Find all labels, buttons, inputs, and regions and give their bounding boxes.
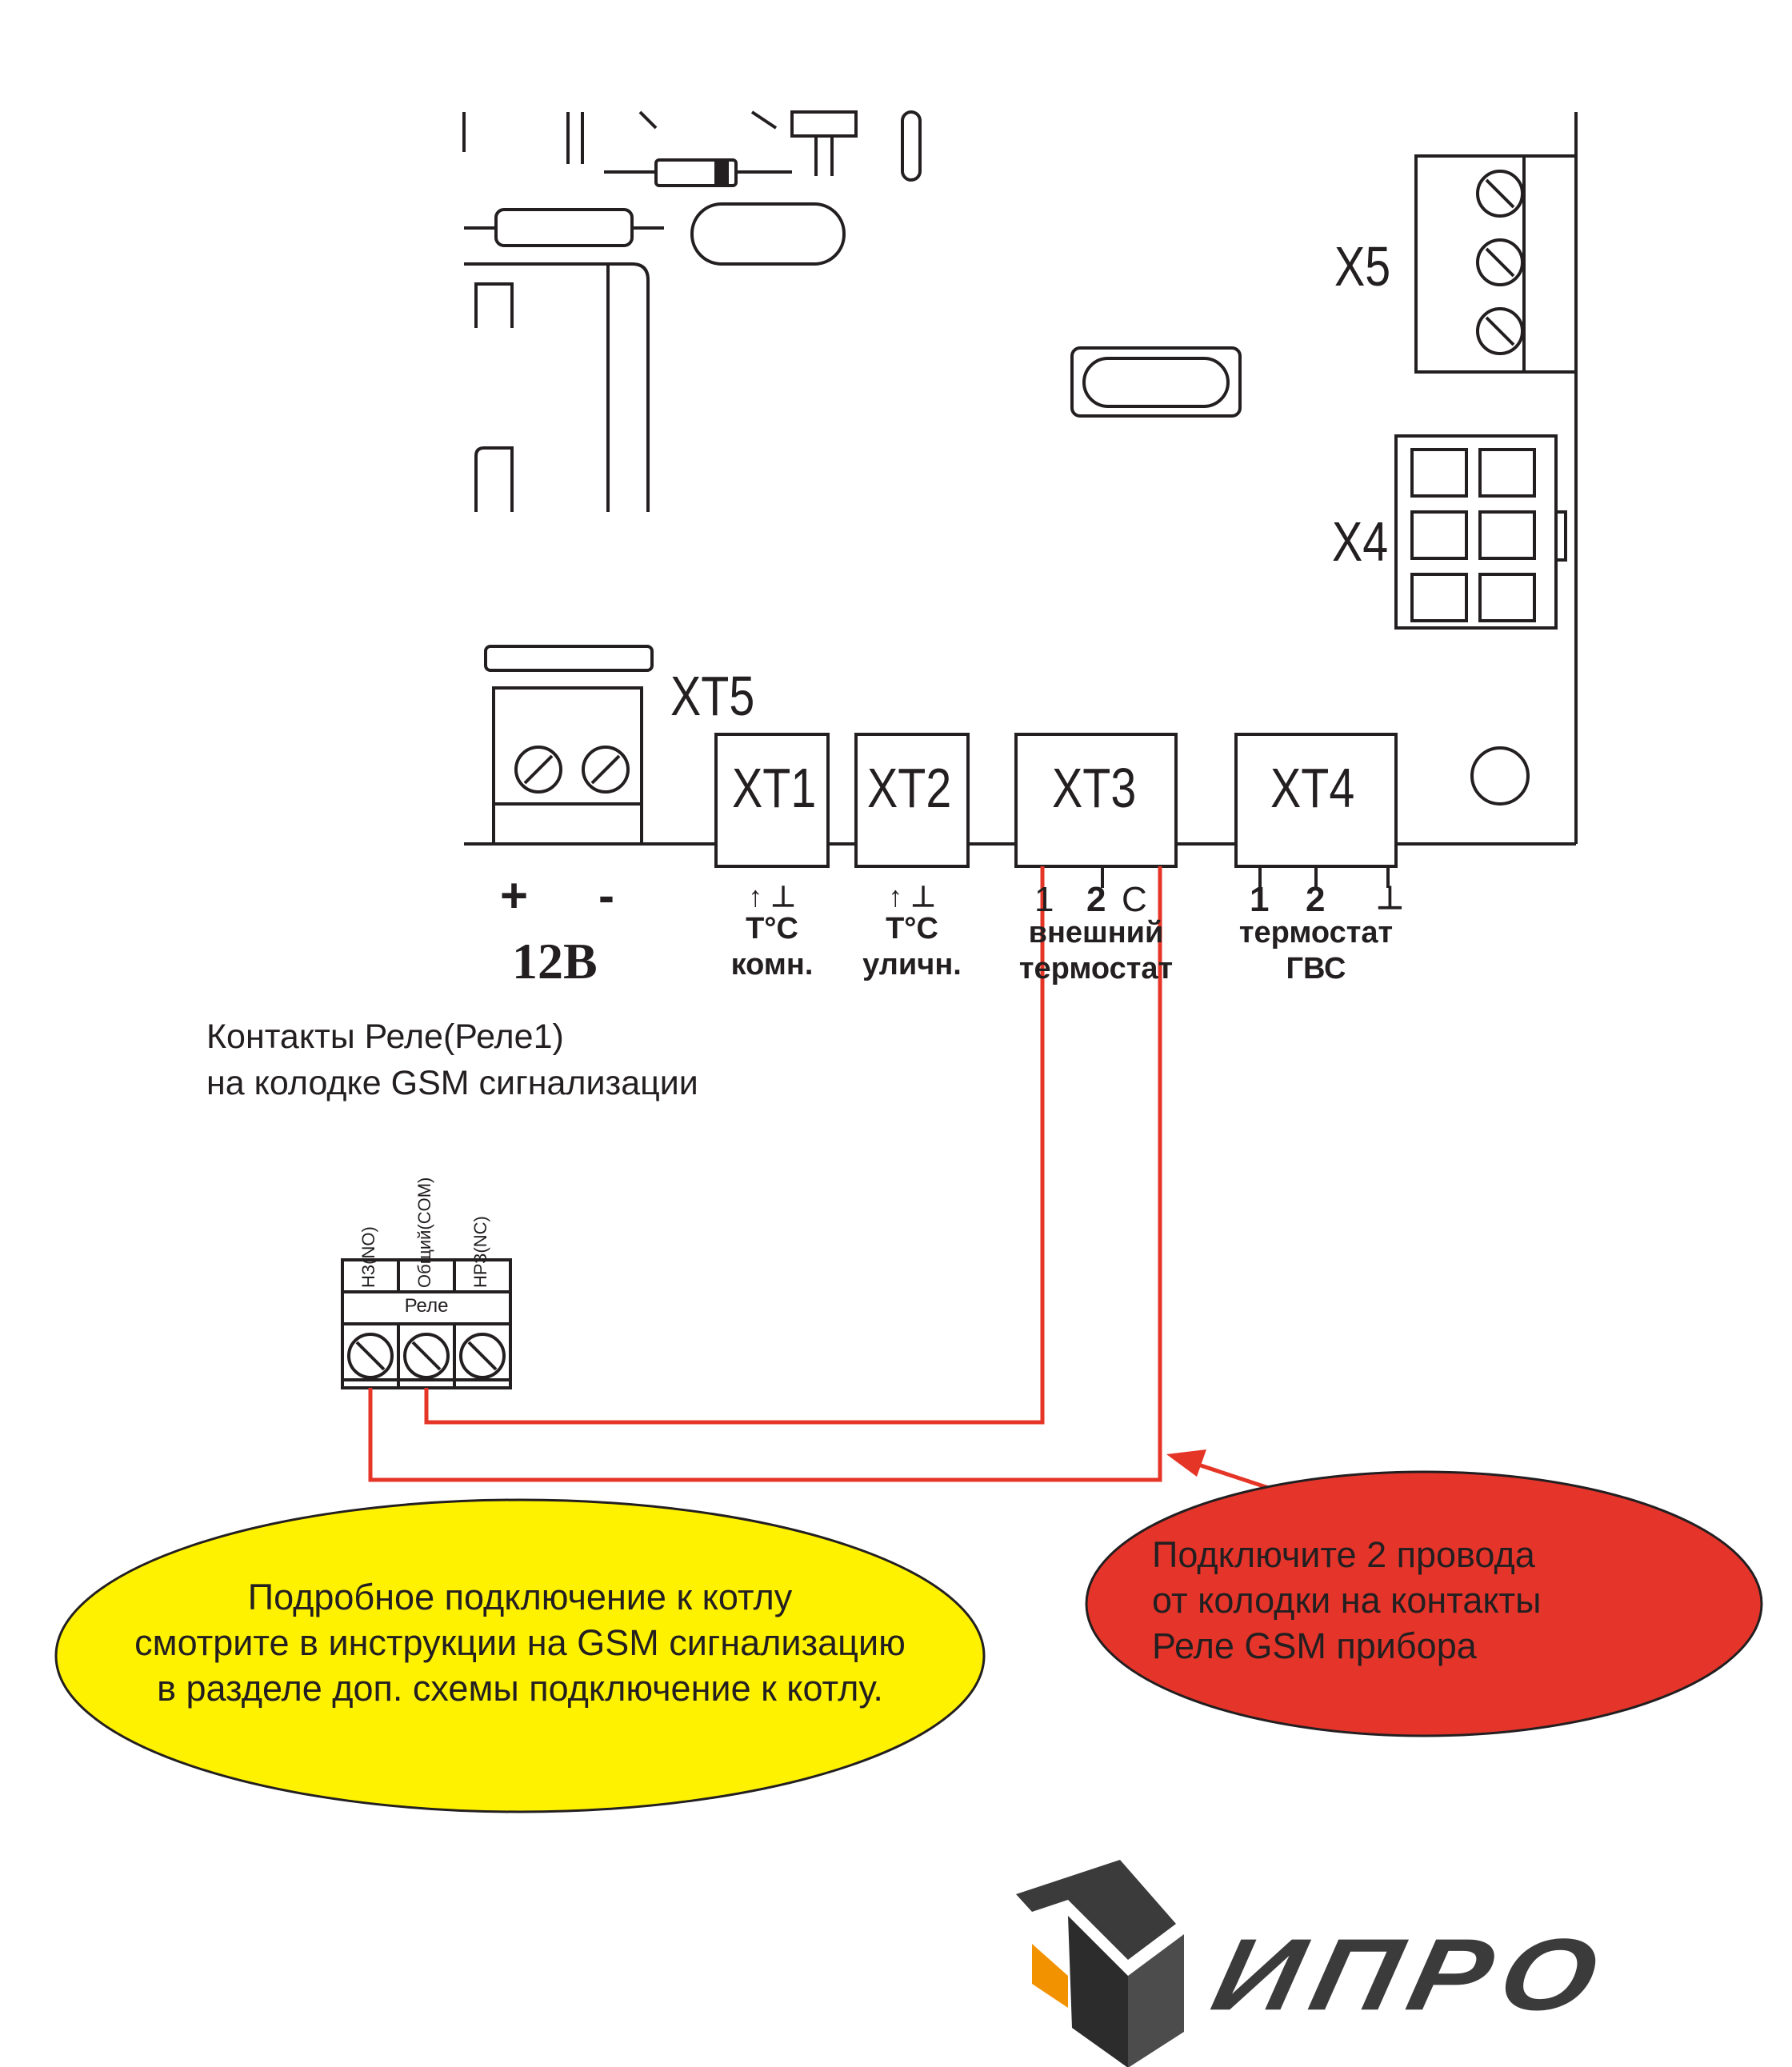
xt4-pin-2: 2 <box>1306 880 1326 919</box>
xt1-box <box>714 733 830 868</box>
xt3-pin-1: 1 <box>1034 880 1054 919</box>
red-note-text: Подключите 2 провода от колодки на конта… <box>1152 1532 1542 1669</box>
yellow-note-line-1: Подробное подключение к котлу <box>247 1577 793 1617</box>
xt4-desc-1: термостат <box>1238 916 1394 950</box>
relay-contact-no: НЗ(NO) <box>358 1226 378 1288</box>
power-minus: - <box>598 869 614 922</box>
board-components <box>462 110 1242 512</box>
xt2-box <box>854 733 970 868</box>
x5-terminal <box>1414 154 1578 374</box>
yellow-note-bubble <box>54 1498 986 1813</box>
xt2-desc: уличн. <box>862 948 962 982</box>
power-voltage: 12В <box>512 933 598 990</box>
gsm-relay-block <box>341 1258 512 1389</box>
xt2-pins: ↑ ⊥ <box>888 880 936 913</box>
relay-contact-nc: НРЗ(NC) <box>470 1216 490 1288</box>
ipro-logo-wordmark: ИПРО <box>1203 1917 1619 2032</box>
red-wires <box>368 866 1162 1482</box>
xt1-temp: T°C <box>746 912 798 946</box>
ipro-logo-icon <box>1016 1860 1184 2067</box>
xt1-desc: комн. <box>730 948 814 982</box>
xt5-label: XT5 <box>670 665 755 727</box>
xt3-desc-1: внешний <box>1028 916 1164 950</box>
power-plus: + <box>500 869 529 922</box>
xt4-pin-1: 1 <box>1250 880 1270 919</box>
yellow-note-text: Подробное подключение к котлу смотрите в… <box>64 1574 976 1711</box>
xt3-pin-c: C <box>1122 880 1147 919</box>
relay-block-label: Реле <box>404 1295 449 1317</box>
xt1-pins: ↑ ⊥ <box>748 880 796 913</box>
relay-contact-com: Общий(COM) <box>414 1177 434 1288</box>
x4-label: X4 <box>1332 510 1389 573</box>
x5-label: X5 <box>1334 235 1391 298</box>
yellow-note-line-3: в разделе доп. схемы подключение к котлу… <box>157 1668 883 1709</box>
xt4-legs <box>1258 866 1390 888</box>
xt3-desc-2: термостат <box>1018 952 1174 986</box>
xt2-temp: T°C <box>886 912 938 946</box>
red-note-bubble <box>1085 1470 1763 1737</box>
gsm-relay-title-2: на колодке GSM сигнализации <box>206 1064 698 1102</box>
red-note-line-3: Реле GSM прибора <box>1152 1625 1477 1666</box>
xt3-label: XT3 <box>1052 757 1137 819</box>
xt3-box <box>1014 733 1178 868</box>
xt4-desc-2: ГВС <box>1286 952 1346 986</box>
red-note-line-2: от колодки на контакты <box>1152 1580 1542 1621</box>
red-note-line-1: Подключите 2 провода <box>1152 1534 1535 1575</box>
xt2-label: XT2 <box>867 757 952 819</box>
xt5-terminal <box>484 645 654 846</box>
yellow-note-line-2: смотрите в инструкции на GSM сигнализаци… <box>134 1622 906 1663</box>
xt1-label: XT1 <box>732 757 817 819</box>
x4-connector <box>1394 434 1567 630</box>
gsm-relay-title-1: Контакты Реле(Реле1) <box>206 1018 564 1056</box>
xt4-label: XT4 <box>1270 757 1355 819</box>
xt3-pin-2: 2 <box>1086 880 1106 919</box>
mounting-hole <box>1470 746 1530 806</box>
xt4-pin-3: ⊥ <box>1376 881 1404 916</box>
